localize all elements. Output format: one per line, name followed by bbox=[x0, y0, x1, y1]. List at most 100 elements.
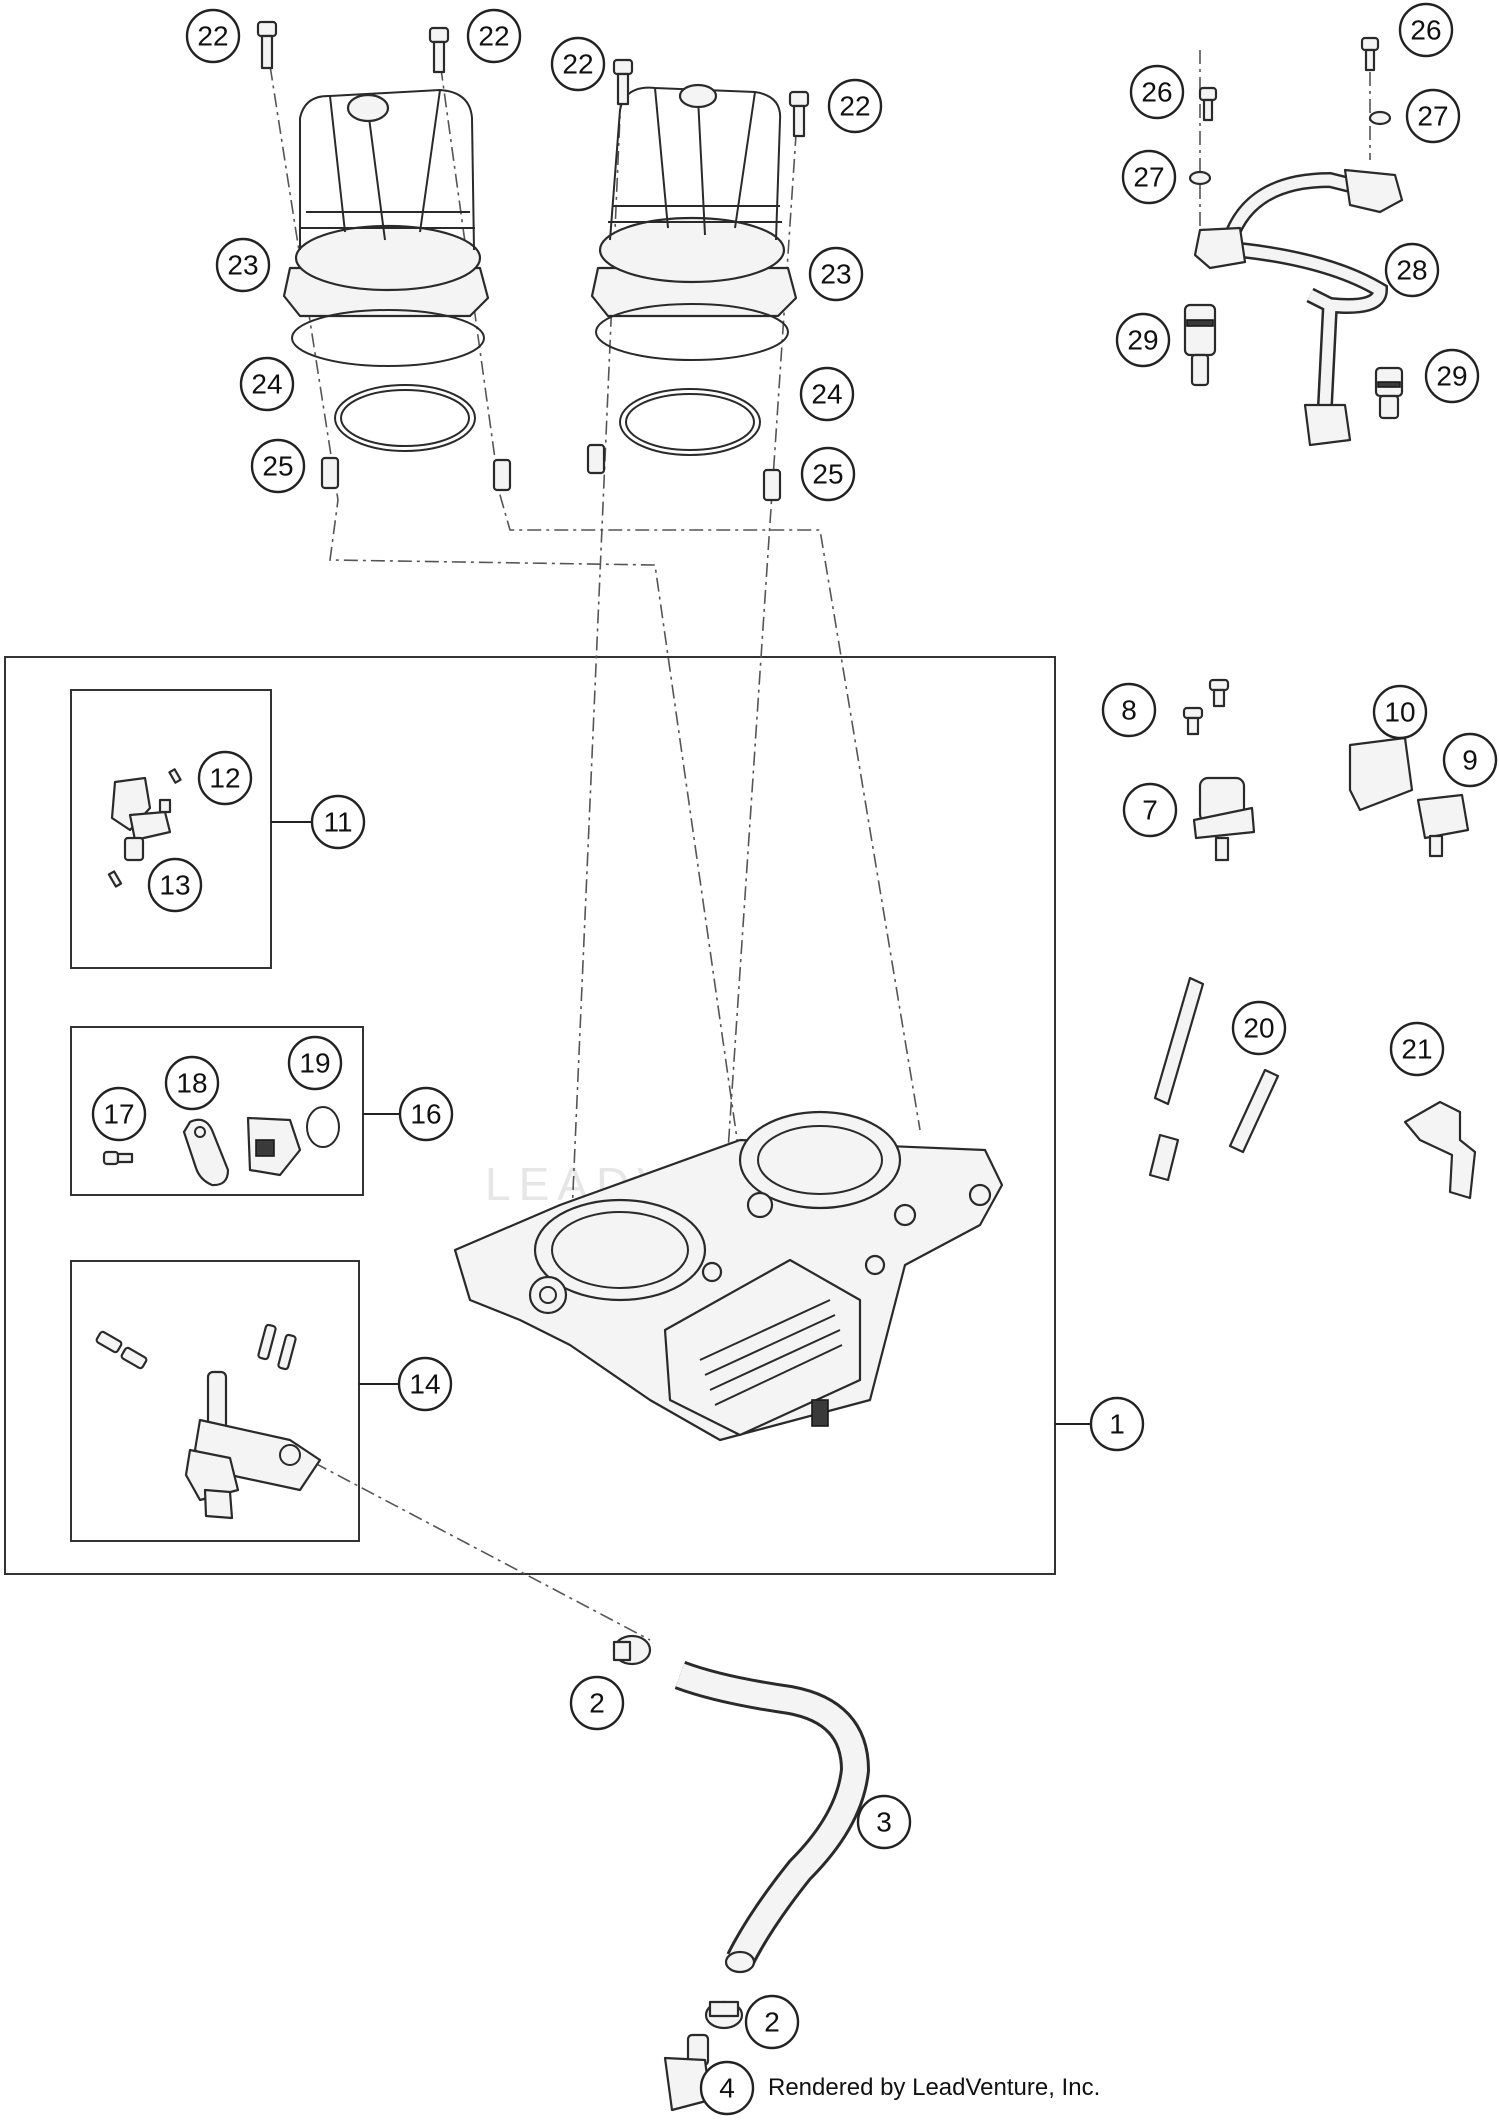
svg-text:22: 22 bbox=[478, 21, 509, 52]
injector-29-right bbox=[1374, 366, 1404, 420]
svg-text:10: 10 bbox=[1384, 697, 1415, 728]
fuel-rail-14 bbox=[95, 1323, 322, 1520]
svg-text:22: 22 bbox=[839, 91, 870, 122]
callout-20[interactable]: 20 bbox=[1231, 1000, 1287, 1056]
assembly-box-1 bbox=[4, 656, 1056, 1575]
o-ring-left bbox=[334, 384, 476, 452]
svg-text:11: 11 bbox=[323, 807, 352, 838]
callout-2-bottom[interactable]: 2 bbox=[744, 1994, 800, 2050]
callout-29-b[interactable]: 29 bbox=[1424, 348, 1480, 404]
callout-26-a[interactable]: 26 bbox=[1129, 64, 1185, 120]
svg-text:17: 17 bbox=[103, 1099, 134, 1130]
callout-12[interactable]: 12 bbox=[197, 750, 253, 806]
credit-text: Rendered by LeadVenture, Inc. bbox=[768, 2074, 1101, 2101]
hose-3 bbox=[674, 1660, 871, 1974]
sleeve-25-a bbox=[320, 456, 340, 490]
callout-27-a[interactable]: 27 bbox=[1121, 149, 1177, 205]
svg-text:23: 23 bbox=[227, 250, 258, 281]
callout-22-d[interactable]: 22 bbox=[827, 78, 883, 134]
callout-22-b[interactable]: 22 bbox=[466, 8, 522, 64]
callout-22-c[interactable]: 22 bbox=[550, 36, 606, 92]
svg-text:27: 27 bbox=[1133, 162, 1164, 193]
callout-14[interactable]: 14 bbox=[397, 1356, 453, 1412]
svg-text:1: 1 bbox=[1109, 1409, 1125, 1440]
svg-text:2: 2 bbox=[589, 1688, 605, 1719]
svg-text:2: 2 bbox=[764, 2007, 780, 2038]
sensor-7 bbox=[1192, 776, 1256, 862]
callout-8[interactable]: 8 bbox=[1101, 682, 1157, 738]
callout-11[interactable]: 11 bbox=[310, 794, 366, 850]
leader-lines bbox=[271, 821, 1092, 1425]
callout-2-top[interactable]: 2 bbox=[569, 1675, 625, 1731]
screw-17 bbox=[102, 1150, 134, 1166]
pins-20 bbox=[1148, 976, 1280, 1182]
svg-text:26: 26 bbox=[1141, 77, 1172, 108]
injector-29-left bbox=[1183, 303, 1217, 387]
callout-23-b[interactable]: 23 bbox=[808, 246, 864, 302]
screws-8 bbox=[1182, 678, 1230, 736]
svg-text:16: 16 bbox=[410, 1099, 441, 1130]
callout-22-a[interactable]: 22 bbox=[185, 8, 241, 64]
screw-22-a bbox=[256, 20, 278, 70]
svg-text:4: 4 bbox=[719, 2073, 735, 2104]
svg-text:19: 19 bbox=[299, 1048, 330, 1079]
callout-29-a[interactable]: 29 bbox=[1115, 312, 1171, 368]
subassembly-box-14 bbox=[70, 1260, 360, 1542]
callout-27-b[interactable]: 27 bbox=[1405, 88, 1461, 144]
callout-23-a[interactable]: 23 bbox=[215, 237, 271, 293]
callout-10[interactable]: 10 bbox=[1372, 684, 1428, 740]
svg-text:12: 12 bbox=[209, 763, 240, 794]
callout-9[interactable]: 9 bbox=[1442, 732, 1498, 788]
callout-25-b[interactable]: 25 bbox=[800, 446, 856, 502]
callout-21[interactable]: 21 bbox=[1389, 1021, 1445, 1077]
callout-4[interactable]: 4 bbox=[699, 2060, 755, 2116]
plate-18 bbox=[182, 1118, 230, 1187]
callout-24-b[interactable]: 24 bbox=[799, 366, 855, 422]
svg-text:29: 29 bbox=[1127, 325, 1158, 356]
callout-17[interactable]: 17 bbox=[91, 1086, 147, 1142]
callout-18[interactable]: 18 bbox=[164, 1055, 220, 1111]
svg-text:23: 23 bbox=[820, 259, 851, 290]
callout-13[interactable]: 13 bbox=[147, 857, 203, 913]
fuel-line-harness-28 bbox=[1193, 168, 1404, 447]
callout-26-b[interactable]: 26 bbox=[1398, 2, 1454, 58]
cover-10 bbox=[1348, 736, 1414, 812]
bellmouth-left bbox=[282, 88, 490, 367]
hose-clamp-2-top bbox=[612, 1634, 652, 1666]
svg-text:24: 24 bbox=[251, 369, 282, 400]
svg-text:14: 14 bbox=[409, 1369, 440, 1400]
callout-1[interactable]: 1 bbox=[1089, 1396, 1145, 1452]
callout-16[interactable]: 16 bbox=[398, 1086, 454, 1142]
svg-text:25: 25 bbox=[812, 459, 843, 490]
svg-text:22: 22 bbox=[562, 49, 593, 80]
sleeve-25-d bbox=[762, 468, 782, 502]
callout-3[interactable]: 3 bbox=[856, 1794, 912, 1850]
washer-27-a bbox=[1188, 170, 1212, 186]
svg-text:28: 28 bbox=[1396, 255, 1427, 286]
throttle-body-1 bbox=[453, 1110, 1004, 1442]
screw-22-d bbox=[788, 90, 810, 138]
svg-text:3: 3 bbox=[876, 1807, 892, 1838]
subassembly-box-16 bbox=[70, 1026, 364, 1196]
callout-25-a[interactable]: 25 bbox=[250, 438, 306, 494]
sensor-19 bbox=[246, 1106, 340, 1177]
screw-22-c bbox=[612, 58, 634, 106]
svg-text:25: 25 bbox=[262, 451, 293, 482]
callout-28[interactable]: 28 bbox=[1384, 242, 1440, 298]
sleeve-25-c bbox=[586, 443, 606, 475]
svg-text:13: 13 bbox=[159, 870, 190, 901]
svg-text:27: 27 bbox=[1417, 101, 1448, 132]
svg-text:24: 24 bbox=[811, 379, 842, 410]
callout-19[interactable]: 19 bbox=[287, 1035, 343, 1091]
svg-text:20: 20 bbox=[1243, 1013, 1274, 1044]
callout-24-a[interactable]: 24 bbox=[239, 356, 295, 412]
svg-text:8: 8 bbox=[1121, 695, 1137, 726]
subassembly-box-11 bbox=[70, 689, 272, 969]
svg-text:7: 7 bbox=[1142, 795, 1158, 826]
bracket-21 bbox=[1403, 1100, 1477, 1200]
svg-text:21: 21 bbox=[1401, 1034, 1432, 1065]
screw-26-a bbox=[1198, 86, 1218, 122]
svg-text:18: 18 bbox=[176, 1068, 207, 1099]
callout-7[interactable]: 7 bbox=[1122, 782, 1178, 838]
